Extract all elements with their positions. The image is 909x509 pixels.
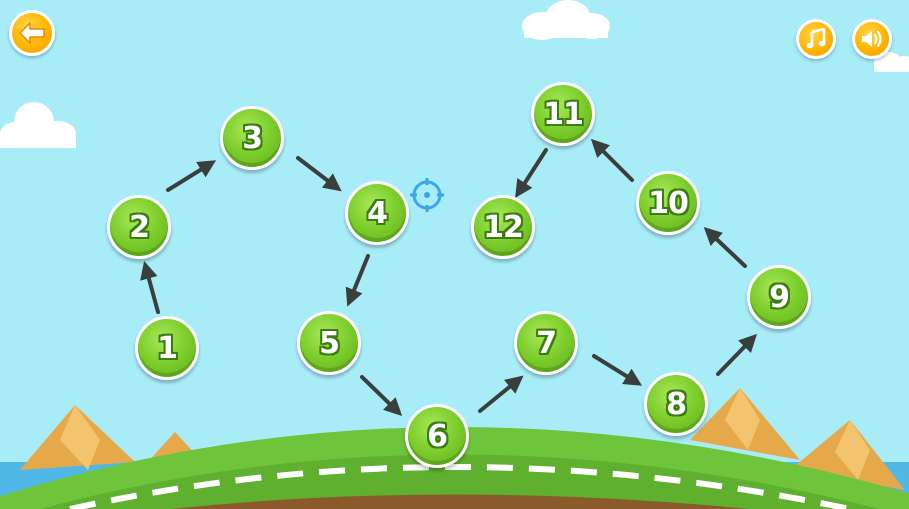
level-button-7[interactable]: 7 [514, 311, 578, 375]
level-button-12[interactable]: 12 [471, 195, 535, 259]
level-number: 11 [543, 96, 584, 132]
level-number: 4 [367, 195, 388, 231]
level-number: 6 [427, 418, 448, 454]
level-number: 8 [666, 386, 687, 422]
level-button-10[interactable]: 10 [636, 171, 700, 235]
level-button-4[interactable]: 4 [345, 181, 409, 245]
speaker-icon [862, 30, 882, 48]
crosshair-icon [410, 178, 444, 212]
level-number: 12 [483, 209, 524, 245]
level-number: 2 [129, 209, 150, 245]
level-number: 3 [242, 120, 263, 156]
level-number: 5 [319, 325, 340, 361]
level-number: 1 [157, 330, 178, 366]
level-number: 10 [648, 185, 689, 221]
music-note-icon [806, 28, 826, 49]
cloud-right [874, 52, 909, 72]
level-button-5[interactable]: 5 [297, 311, 361, 375]
level-button-8[interactable]: 8 [644, 372, 708, 436]
level-button-2[interactable]: 2 [107, 195, 171, 259]
arrow-left-icon [19, 22, 45, 44]
level-button-9[interactable]: 9 [747, 265, 811, 329]
cloud-top [522, 0, 610, 40]
level-button-11[interactable]: 11 [531, 82, 595, 146]
level-button-3[interactable]: 3 [220, 106, 284, 170]
level-button-1[interactable]: 1 [135, 316, 199, 380]
level-number: 9 [769, 279, 790, 315]
level-button-6[interactable]: 6 [405, 404, 469, 468]
cloud-left [0, 102, 76, 148]
back-button[interactable] [9, 10, 55, 56]
sound-button[interactable] [852, 19, 892, 59]
level-number: 7 [536, 325, 557, 361]
music-button[interactable] [796, 19, 836, 59]
